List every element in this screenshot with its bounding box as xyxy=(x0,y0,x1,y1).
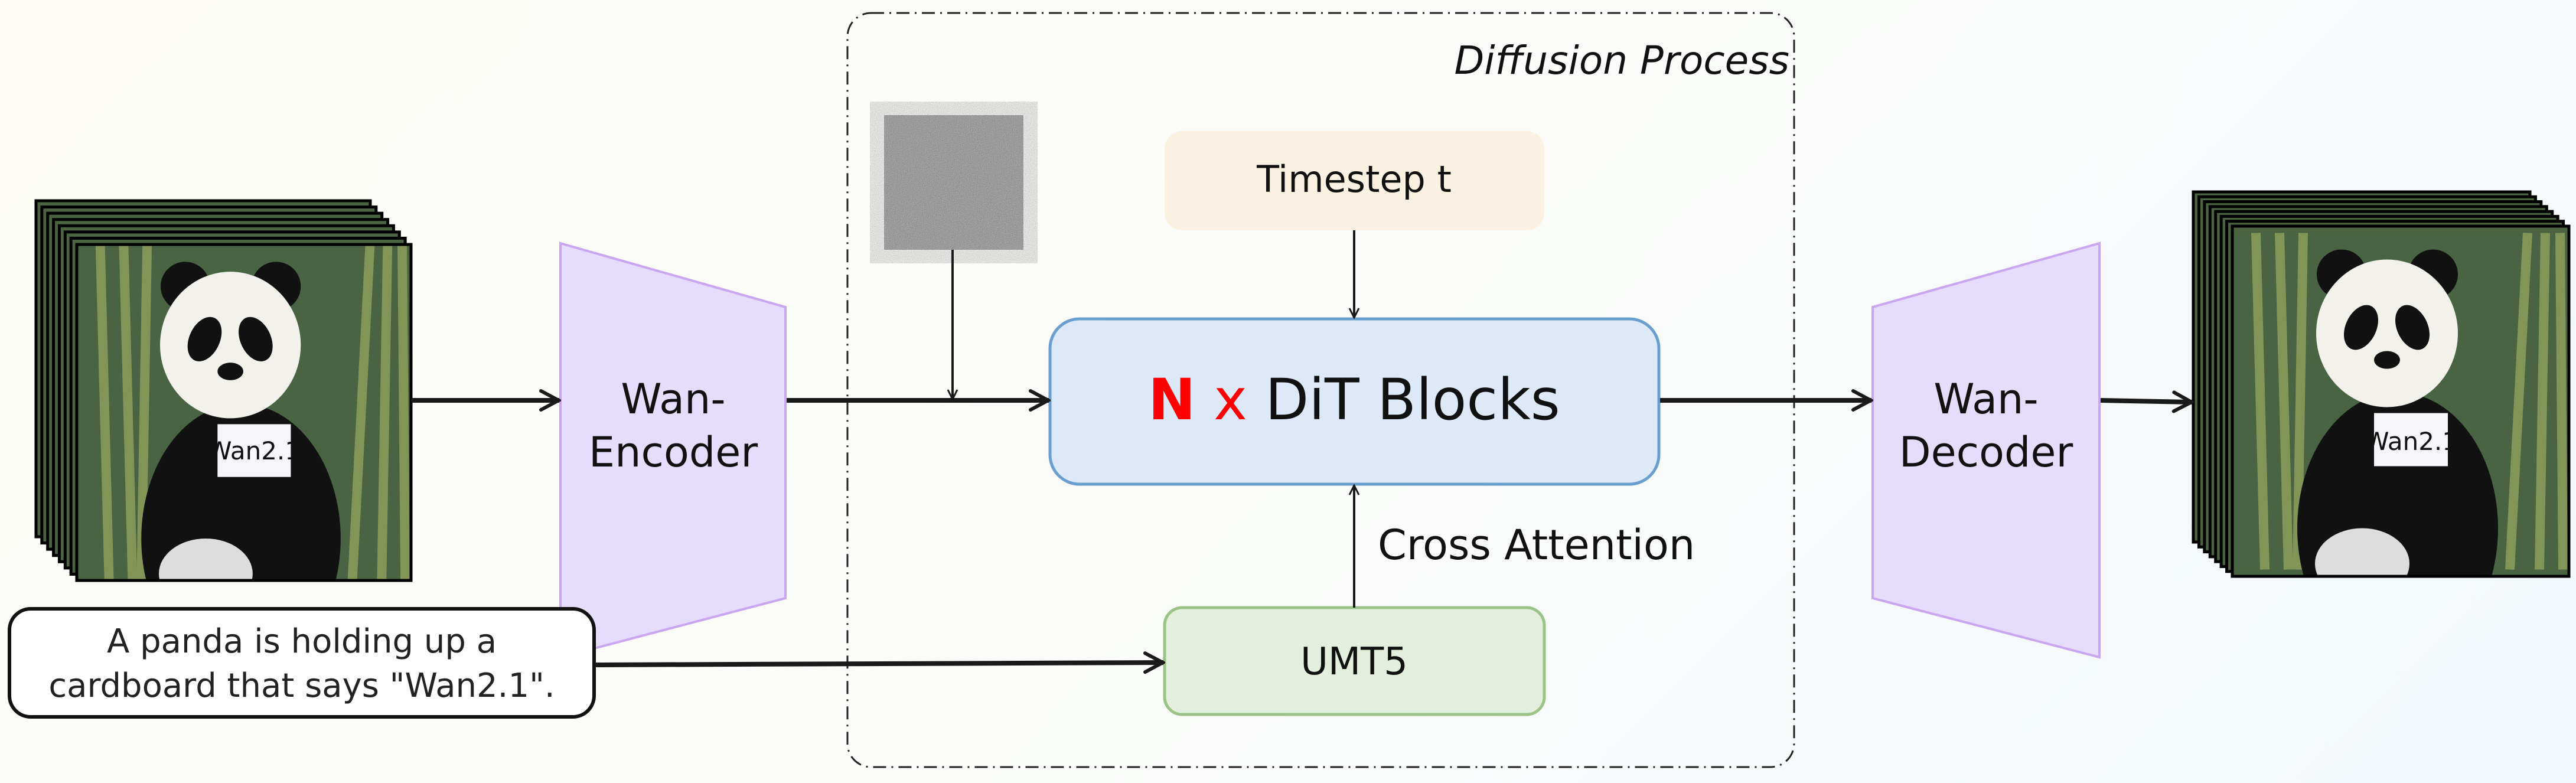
umt5-label: UMT5 xyxy=(1300,640,1408,684)
input-sign-text: Wan2.1 xyxy=(207,436,301,465)
cross-attention-label: Cross Attention xyxy=(1378,521,1695,569)
wan-encoder: Wan- Encoder xyxy=(559,242,787,659)
wan-decoder: Wan- Decoder xyxy=(1871,242,2101,659)
arrow-prompt-to-umt5 xyxy=(595,663,1163,665)
decoder-label-line1: Wan- xyxy=(1933,375,2038,423)
output-video-frames xyxy=(2192,190,2571,578)
prompt-line2: cardboard that says "Wan2.1". xyxy=(48,667,555,705)
dit-blocks-box: N x DiT Blocks xyxy=(1048,317,1661,486)
timestep-label: Timestep t xyxy=(1256,158,1452,201)
arrow-decoder-to-frames xyxy=(2100,400,2192,402)
input-video-frames xyxy=(34,199,413,582)
noise-texture xyxy=(884,115,1023,250)
decoder-label-line2: Decoder xyxy=(1899,428,2073,477)
umt5-box: UMT5 xyxy=(1163,606,1546,716)
timestep-box: Timestep t xyxy=(1165,131,1544,230)
frame-border xyxy=(75,243,413,582)
frame-border xyxy=(2231,224,2571,578)
diffusion-process-label: Diffusion Process xyxy=(1454,38,1789,83)
arrows xyxy=(412,230,2192,665)
dit-n-count: N xyxy=(1148,367,1195,433)
svg-text:N x DiT Blocks: N x DiT Blocks xyxy=(1148,367,1560,433)
prompt-line1: A panda is holding up a xyxy=(107,622,497,661)
dit-multiplier: x xyxy=(1214,367,1247,433)
dit-label: DiT Blocks xyxy=(1265,367,1560,433)
encoder-label-line1: Wan- xyxy=(621,375,725,423)
encoder-label-line2: Encoder xyxy=(589,428,758,477)
text-prompt-box: A panda is holding up a cardboard that s… xyxy=(8,607,596,719)
output-sign-text: Wan2.1 xyxy=(2365,427,2458,456)
